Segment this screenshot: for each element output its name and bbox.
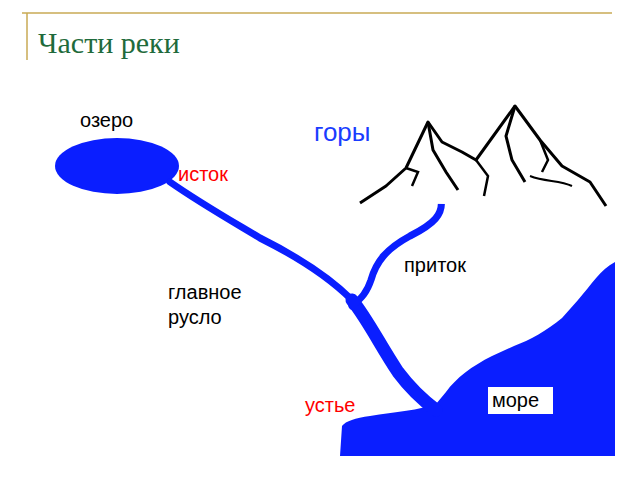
title-anchor: Части реки [38,26,180,59]
tributary [352,196,441,306]
label-anchor: приток [404,253,466,278]
main-channel [352,300,436,410]
mouth-label: устье [305,393,355,418]
lake [55,138,179,194]
source-label: исток [178,162,228,187]
label-anchor: устье [305,393,355,418]
label-anchor: озеро [80,108,133,133]
label-anchor: горы [314,116,371,149]
slide-title: Части реки [38,26,180,59]
sea [340,262,615,456]
sea-label: море [488,387,553,414]
tributary-label: приток [404,253,466,278]
mountains [360,106,606,206]
label-anchor: исток [178,162,228,187]
title-rule [26,13,28,60]
mountain-shading [506,106,525,182]
title-rule [22,12,612,14]
mountain-shading [530,176,572,186]
mountains-label: горы [314,116,371,149]
label-anchor: море [488,387,553,414]
mountain-shading [406,140,548,196]
label-anchor: главное русло [168,280,278,330]
main-channel-label: главное русло [168,280,278,330]
mountain-shading [428,122,458,190]
lake-label: озеро [80,108,133,133]
